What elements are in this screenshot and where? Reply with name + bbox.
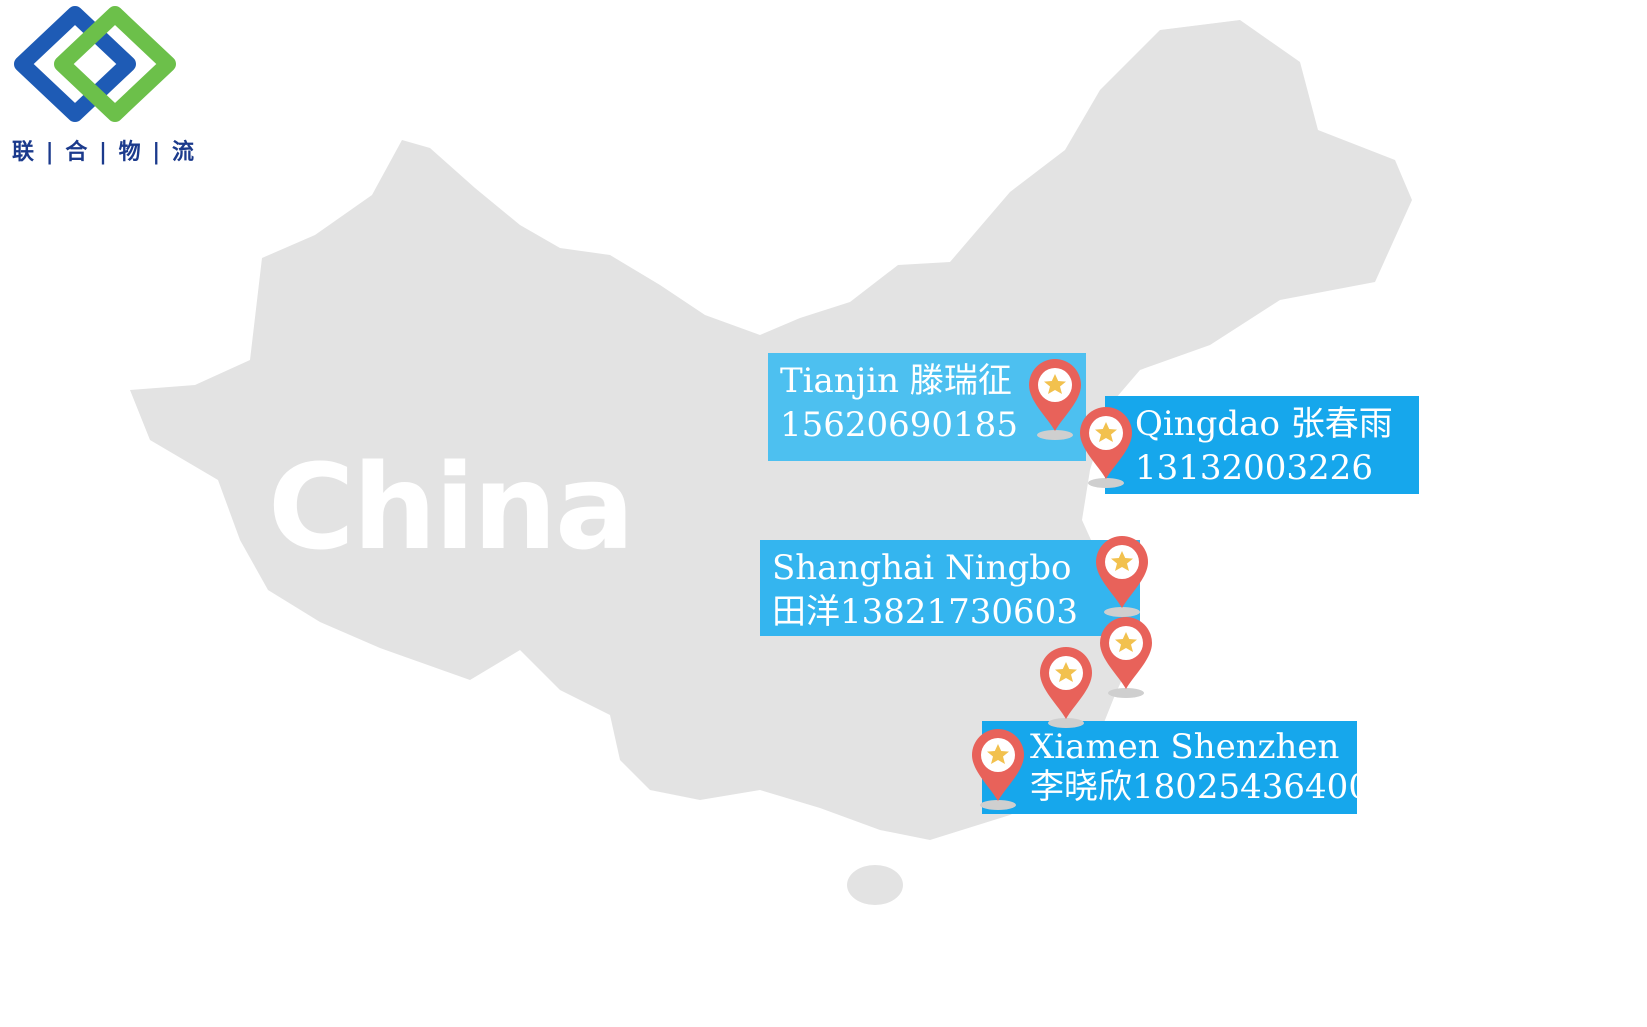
company-logo — [10, 6, 180, 166]
office-city: Tianjin 滕瑞征 — [780, 361, 1012, 401]
interlocking-diamonds-logo-icon — [14, 6, 176, 122]
map-pin-star-icon[interactable] — [1092, 532, 1152, 618]
country-label: China — [268, 438, 635, 576]
hainan-island — [847, 865, 903, 905]
office-city: Qingdao 张春雨 — [1135, 404, 1393, 444]
map-pin-star-icon[interactable] — [1096, 613, 1156, 699]
office-label-shanghai-ningbo: Shanghai Ningbo 田洋13821730603 — [760, 540, 1140, 636]
office-label-xiamen-shenzhen: Xiamen Shenzhen 李晓欣18025436400 — [982, 721, 1370, 814]
map-pin-star-icon[interactable] — [1076, 403, 1136, 489]
map-pin-star-icon[interactable] — [1025, 355, 1085, 441]
office-label-qingdao: Qingdao 张春雨 13132003226 — [1105, 396, 1419, 494]
office-phone: 李晓欣18025436400 — [1030, 767, 1370, 807]
office-phone: 13132003226 — [1135, 448, 1373, 488]
logo-text: 联 | 合 | 物 | 流 — [12, 139, 196, 165]
office-phone: 15620690185 — [780, 405, 1018, 445]
logo-blue-diamond — [14, 6, 136, 122]
office-label-tianjin: Tianjin 滕瑞征 15620690185 — [768, 353, 1086, 461]
logo-green-diamond — [54, 6, 176, 122]
map-pin-star-icon[interactable] — [968, 725, 1028, 811]
office-phone: 田洋13821730603 — [772, 592, 1078, 632]
map-pin-star-icon[interactable] — [1036, 643, 1096, 729]
office-city: Xiamen Shenzhen — [1030, 727, 1340, 767]
office-city: Shanghai Ningbo — [772, 548, 1072, 588]
